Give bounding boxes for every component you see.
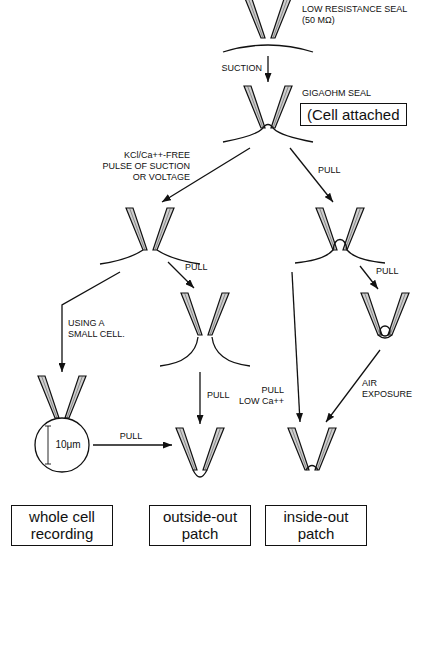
pipette: [38, 376, 86, 418]
config-box: outside-out patch: [149, 505, 251, 546]
pipette: [244, 86, 292, 128]
cell-membrane: [100, 250, 200, 264]
step-arrow: [93, 444, 172, 445]
cell-membrane: [160, 337, 250, 366]
dimension-label: 10μm: [55, 439, 80, 451]
membrane-patch: [306, 466, 318, 471]
step-label: SUCTION: [222, 63, 263, 74]
step-label: LOW Ca++: [239, 396, 284, 407]
step-label: PULL: [185, 262, 208, 273]
step-arrow: [360, 266, 378, 289]
step-arrow: [199, 372, 200, 424]
pipette: [126, 208, 174, 250]
step-label: PULL: [120, 431, 143, 442]
small-cell: [35, 418, 89, 472]
box-text: (Cell attached: [307, 106, 400, 123]
pipette: [288, 428, 336, 470]
pipette: [316, 208, 364, 250]
pipette: [181, 293, 229, 335]
membrane-patch: [193, 470, 207, 477]
step-arrow: [267, 56, 268, 82]
cell-membrane: [295, 240, 385, 264]
step-label: PULL: [261, 385, 284, 396]
pipette: [176, 428, 224, 470]
step-label: LOW RESISTANCE SEAL (50 MΩ): [302, 4, 412, 26]
dimension-line: [45, 426, 51, 464]
step-label: USING A SMALL CELL.: [68, 318, 128, 340]
step-arrow: [292, 272, 300, 422]
step-label: AIR EXPOSURE: [362, 378, 418, 400]
box-text: inside-out patch: [272, 508, 360, 543]
step-label: PULL: [207, 390, 230, 401]
cell-membrane: [223, 125, 313, 143]
membrane-vesicle: [380, 326, 390, 336]
box-text: whole cell recording: [18, 508, 106, 543]
pipette: [361, 293, 409, 335]
pipette: [244, 0, 292, 38]
step-label: GIGAOHM SEAL: [302, 88, 371, 99]
config-box: (Cell attached: [300, 103, 407, 126]
config-box: inside-out patch: [265, 505, 367, 546]
step-label: KCl/Ca++-FREE PULSE OF SUCTION OR VOLTAG…: [97, 150, 190, 182]
cell-membrane: [378, 335, 392, 338]
box-text: outside-out patch: [156, 508, 244, 543]
step-label: PULL: [376, 266, 399, 277]
step-label: PULL: [318, 165, 341, 176]
cell-membrane: [223, 45, 313, 52]
config-box: whole cell recording: [11, 505, 113, 546]
